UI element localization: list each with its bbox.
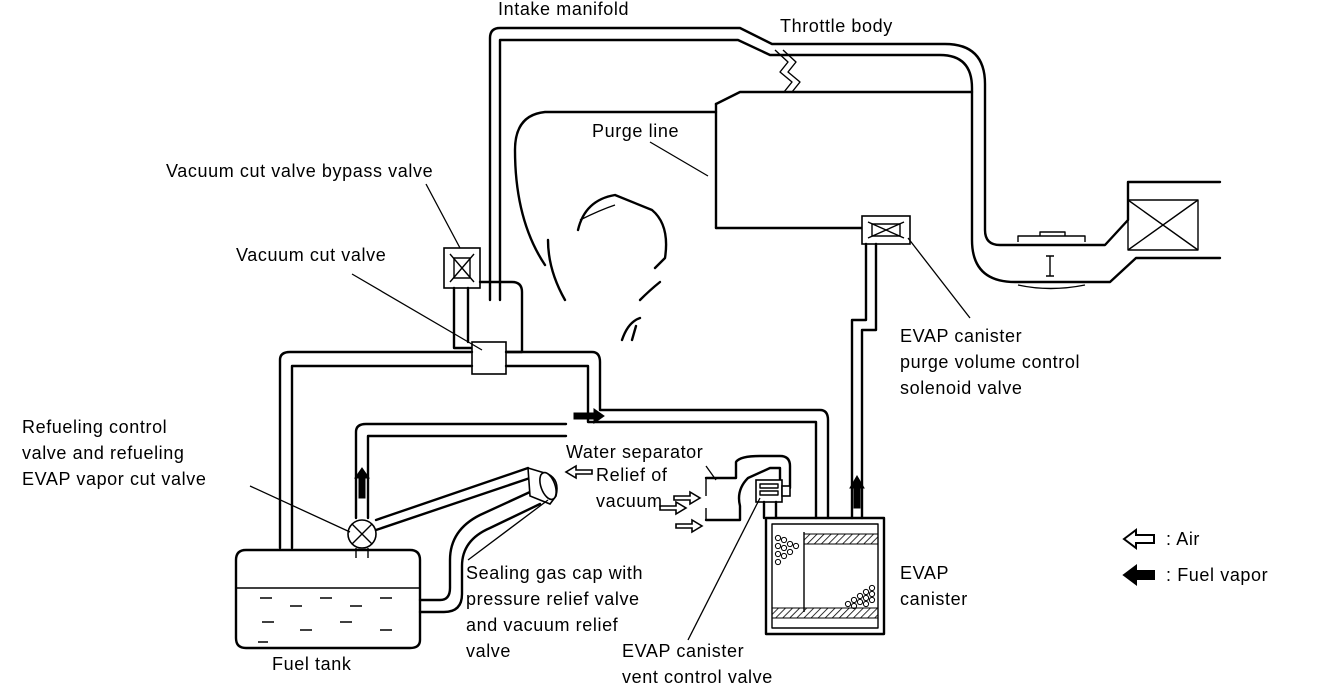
air-inlet-arrows — [564, 464, 704, 534]
label-vacuum-cut-valve-bypass-valve: Vacuum cut valve bypass valve — [166, 161, 434, 181]
vacuum-cut-valve-bypass-valve — [443, 247, 481, 289]
label-evap-purge-solenoid: EVAP canister purge volume control solen… — [900, 326, 1081, 398]
label-refueling-control-valve: Refueling control valve and refueling EV… — [22, 417, 207, 489]
purge-solenoid-valve — [861, 215, 911, 245]
label-intake-manifold: Intake manifold — [498, 0, 630, 19]
evap-canister — [764, 516, 886, 636]
vent-control-valve — [755, 479, 791, 520]
legend-fuel-vapor-text: : Fuel vapor — [1166, 564, 1269, 585]
label-evap-vent-control-valve: EVAP canister vent control valve — [622, 641, 773, 687]
water-separator — [704, 454, 792, 522]
label-purge-line: Purge line — [592, 121, 680, 141]
intake-manifold — [488, 26, 1222, 302]
legend-air: : Air — [1122, 528, 1200, 550]
refueling-control-valve — [347, 519, 377, 558]
legend-air-text: : Air — [1166, 528, 1201, 549]
throttle-valve — [774, 49, 801, 93]
label-evap-canister: EVAP canister — [900, 563, 968, 609]
vapor-lines — [278, 350, 830, 550]
label-water-separator: Water separator — [566, 442, 704, 462]
label-throttle-body: Throttle body — [780, 16, 893, 36]
flow-arrows — [354, 408, 865, 509]
label-relief-of-vacuum: Relief of vacuum — [596, 465, 668, 511]
legend-fuel-vapor: : Fuel vapor — [1122, 564, 1268, 586]
label-vacuum-cut-valve: Vacuum cut valve — [236, 245, 387, 265]
air-filter — [1017, 199, 1199, 290]
hollow-arrow-icon — [1122, 528, 1155, 550]
purge-line-pipe — [850, 242, 868, 520]
filler-neck — [374, 466, 542, 614]
label-sealing-gas-cap: Sealing gas cap with pressure relief val… — [466, 563, 644, 661]
solid-arrow-icon — [1122, 564, 1155, 586]
engine-intake-port — [576, 193, 668, 342]
label-fuel-tank: Fuel tank — [272, 654, 352, 674]
sealing-gas-cap — [527, 466, 558, 505]
leader-lines — [249, 141, 971, 641]
fuel-tank — [234, 548, 422, 650]
